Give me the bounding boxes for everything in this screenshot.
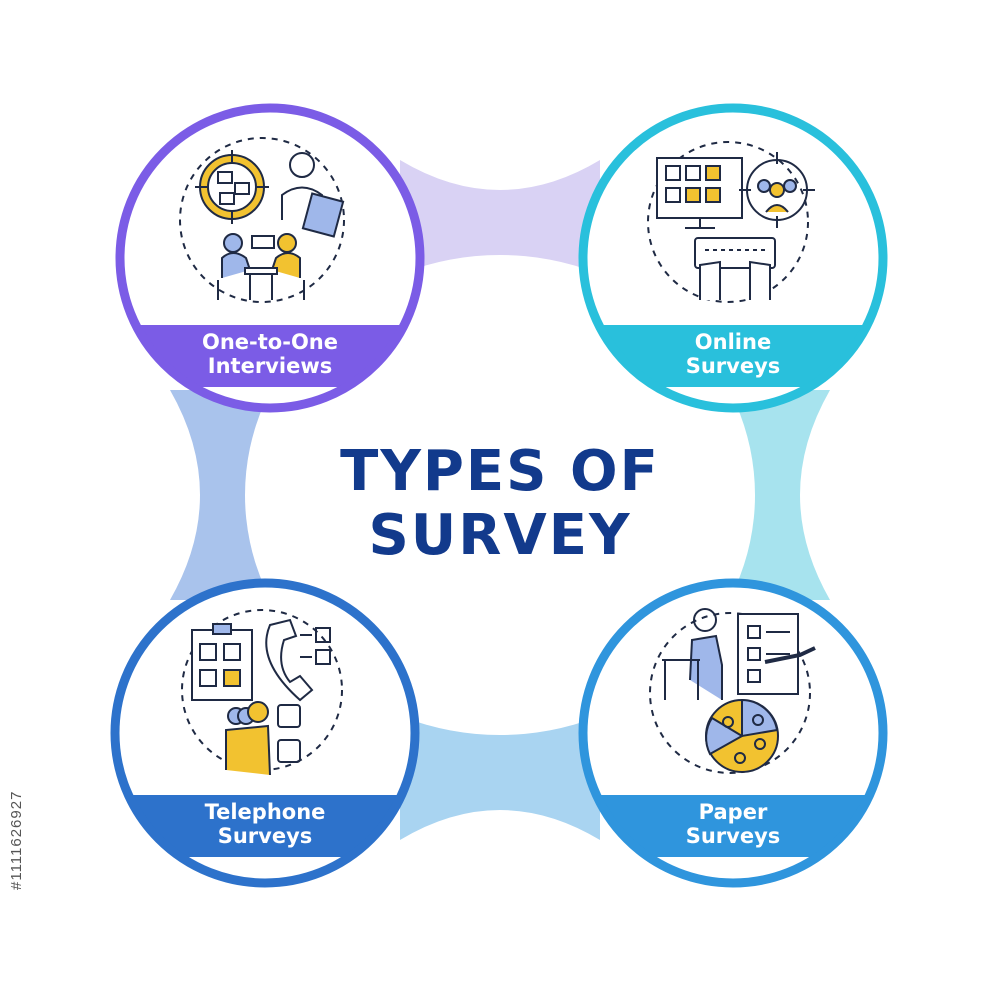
label-interviews-line1: One-to-One <box>202 330 338 354</box>
label-interviews: One-to-One Interviews <box>120 330 420 378</box>
label-online: Online Surveys <box>583 330 883 378</box>
card-interviews[interactable] <box>110 103 430 413</box>
title-line-1: TYPES OF <box>340 439 660 504</box>
label-online-line2: Surveys <box>685 354 781 378</box>
paper-survey-icon <box>649 608 816 774</box>
label-paper-line2: Surveys <box>685 824 781 848</box>
label-paper-line1: Paper <box>698 800 768 824</box>
telephone-survey-icon <box>181 609 343 776</box>
card-telephone[interactable] <box>105 578 435 888</box>
diagram-title: TYPES OF SURVEY <box>300 440 700 568</box>
label-interviews-line2: Interviews <box>207 354 333 378</box>
card-paper[interactable] <box>570 578 900 888</box>
title-line-2: SURVEY <box>368 503 632 568</box>
label-telephone-line2: Surveys <box>217 824 313 848</box>
label-online-line1: Online <box>694 330 772 354</box>
stock-id-label: #1111626927 <box>8 790 25 890</box>
connectors <box>170 160 830 840</box>
label-paper: Paper Surveys <box>583 800 883 848</box>
label-telephone-line1: Telephone <box>204 800 326 824</box>
online-survey-icon <box>647 141 815 303</box>
interview-icon <box>179 137 345 303</box>
label-telephone: Telephone Surveys <box>115 800 415 848</box>
center-area <box>245 255 755 735</box>
